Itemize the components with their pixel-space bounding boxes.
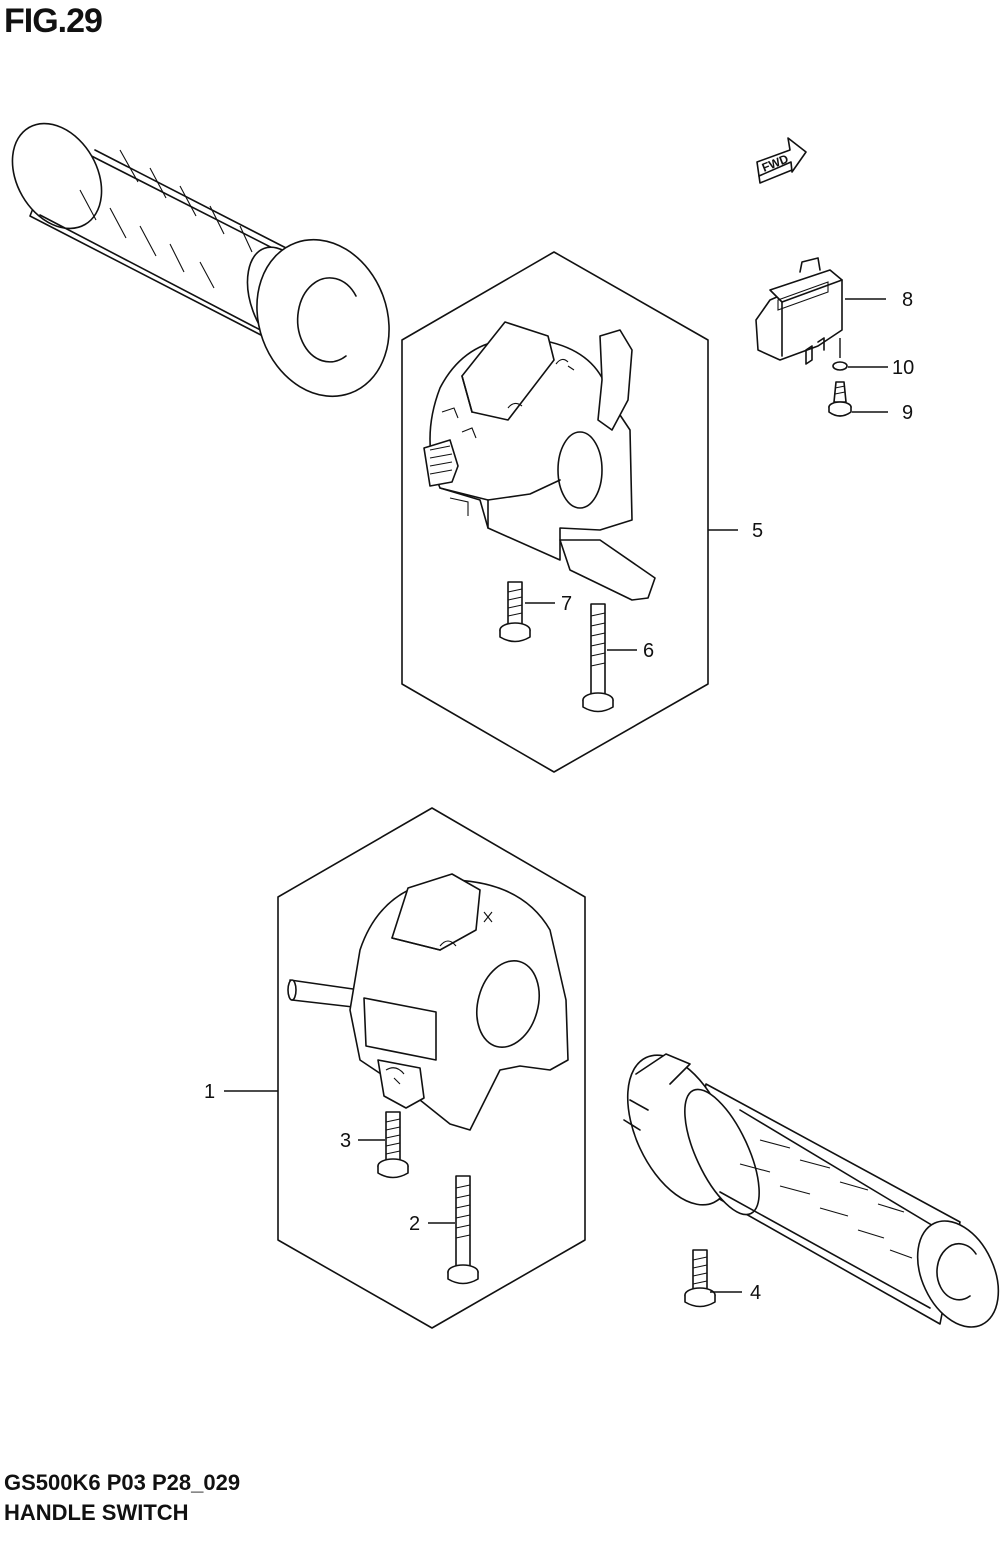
screw-6-drawing xyxy=(582,603,614,713)
callout-6: 6 xyxy=(643,640,654,662)
callout-7: 7 xyxy=(561,593,572,615)
callout-10: 10 xyxy=(892,357,914,379)
screw-7-drawing xyxy=(499,581,531,643)
callout-3: 3 xyxy=(340,1130,351,1152)
screw-4-drawing xyxy=(684,1249,716,1308)
right-switch-enclosure xyxy=(401,251,709,773)
switch-8-drawing xyxy=(755,257,843,365)
callout-2: 2 xyxy=(409,1213,420,1235)
screw-9-drawing xyxy=(828,381,852,417)
fwd-label: FWD xyxy=(760,151,791,174)
section-name: HANDLE SWITCH xyxy=(4,1500,189,1525)
callout-5: 5 xyxy=(752,520,763,542)
callout-1: 1 xyxy=(204,1081,215,1103)
fwd-arrow-icon: FWD xyxy=(756,137,807,184)
callout-9: 9 xyxy=(902,402,913,424)
callout-4: 4 xyxy=(750,1282,761,1304)
right-grip-drawing xyxy=(623,1053,1000,1328)
screw-3-drawing xyxy=(377,1111,409,1179)
left-grip-drawing xyxy=(11,122,390,398)
model-code: GS500K6 P03 P28_029 xyxy=(4,1470,241,1495)
diagram-footer: GS500K6 P03 P28_029 HANDLE SWITCH xyxy=(4,1468,240,1528)
screw-2-drawing xyxy=(447,1175,479,1285)
figure-title: FIG.29 xyxy=(4,2,103,40)
washer-10-drawing xyxy=(832,338,848,371)
callout-8: 8 xyxy=(902,289,913,311)
right-handle-switch-drawing xyxy=(423,321,656,601)
leader-lines xyxy=(224,298,888,1293)
left-handle-switch-drawing xyxy=(287,873,569,1131)
left-switch-enclosure xyxy=(277,807,586,1329)
